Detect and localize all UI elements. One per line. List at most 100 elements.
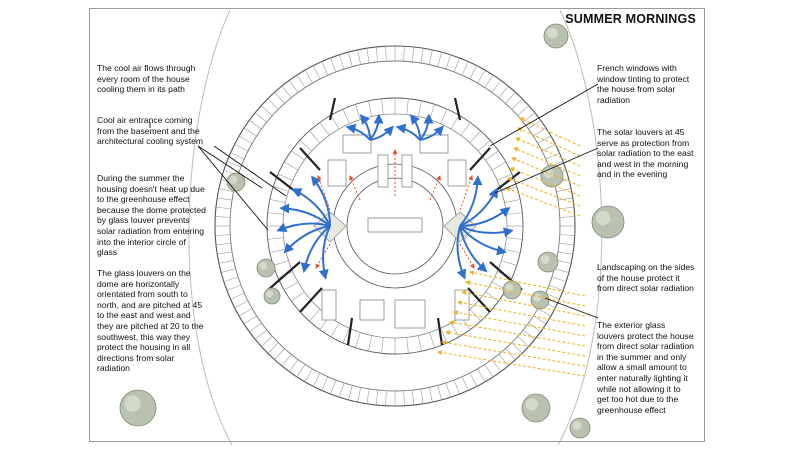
louver-tick [420,48,424,64]
louver-tick [254,112,267,123]
dome-rib [406,98,409,115]
dome-rib [381,337,384,354]
tree-highlight [229,175,238,184]
tree-highlight [124,395,141,412]
louver-tick [238,308,253,317]
louver-tick [243,127,257,137]
louver-tick [304,368,313,383]
louver-tick [234,300,249,308]
louver-tick [313,65,321,80]
cool-air-arrow [419,125,444,141]
louver-tick [545,152,560,160]
louver-tick [461,61,469,76]
dome-rib [342,328,350,344]
louver-tick [223,276,239,282]
louver-tick [339,54,345,70]
tree-highlight [259,261,268,270]
sun-ray [505,187,581,217]
dome-rib [355,332,361,348]
louver-tick [274,92,285,104]
tree [569,417,591,439]
hot-air-arrow [315,243,331,269]
dome-rib [504,199,521,204]
louver-tick [321,61,329,76]
dome-rib [485,150,499,161]
dome-rib [273,186,289,192]
dome-rib [269,248,286,253]
louver-tick [505,348,516,360]
louver-tick [249,322,262,333]
note-glass-louvers-orientation: The glass louvers on the dome are horizo… [97,268,204,374]
note-landscaping: Landscaping on the sides of the house pr… [597,262,695,294]
louver-tick [469,372,477,387]
louver-tick [559,206,575,210]
cool-air-arrow [369,125,394,141]
louver-tick [537,308,552,317]
furniture [321,134,470,329]
cool-air-arrow [459,206,511,228]
hot-air-arrow [459,243,475,269]
dome-rib [381,98,384,115]
louver-tick [385,46,387,62]
dome-rib [417,100,422,117]
louver-tick [226,284,242,291]
dome-rib [368,100,373,117]
tree-highlight [525,398,539,411]
note-solar-louvers: The solar louvers at 45 serve as protect… [597,127,694,180]
louver-tick [411,46,415,62]
leader-lines [149,83,599,319]
louver-tick [226,161,242,168]
dome-rib [355,104,361,120]
louver-tick [498,85,509,98]
dome-rib [309,130,321,143]
dome-rib [440,108,448,124]
dome-rib [469,309,481,322]
sun-ray [515,137,581,167]
cool-air-arrow [300,225,331,273]
cool-air-arrow [419,113,434,141]
louver-tick [330,57,337,73]
louver-tick [366,388,370,404]
note-french-windows: French windows with window tinting to pr… [597,63,690,105]
louver-tick [484,364,494,378]
sun-ray [449,320,586,347]
louver-tick [249,119,262,130]
tree-highlight [547,27,558,39]
cool-air-arrow [459,187,498,227]
dome-rib [469,130,481,143]
cool-air-arrows [276,113,514,280]
dome-rib [429,332,435,348]
dome-rib [485,291,499,302]
note-greenhouse-effect: During the summer the housing doesn't he… [97,173,206,258]
dome-rib [309,309,321,322]
tree-highlight [572,421,582,430]
louver-tick [267,342,279,354]
sun-ray [465,280,586,307]
louver-tick [541,144,556,152]
sun-ray [461,290,586,317]
dome-rib [267,237,284,240]
louver-tick [517,105,529,116]
louver-tick [321,376,329,391]
louver-tick [288,359,299,372]
louver-tick [498,354,509,367]
louver-tick [461,376,469,391]
hot-air-arrow [349,175,361,201]
louver-tick [243,315,257,325]
louver-tick [217,197,233,201]
louver-tick [528,322,541,333]
tree-highlight [266,290,274,298]
louver-tick [420,388,424,404]
cool-air-arrow [459,225,488,273]
louver-tick [375,390,379,406]
louver-tick [556,188,572,192]
louver-tick [221,268,236,273]
louver-tick [559,216,575,218]
tree [543,23,569,49]
louver-tick [533,315,547,325]
louver-tick [313,372,321,387]
louver-tick [274,348,285,360]
cool-air-arrow [369,113,384,141]
tree-highlight [540,255,550,264]
tree-highlight [505,283,514,292]
